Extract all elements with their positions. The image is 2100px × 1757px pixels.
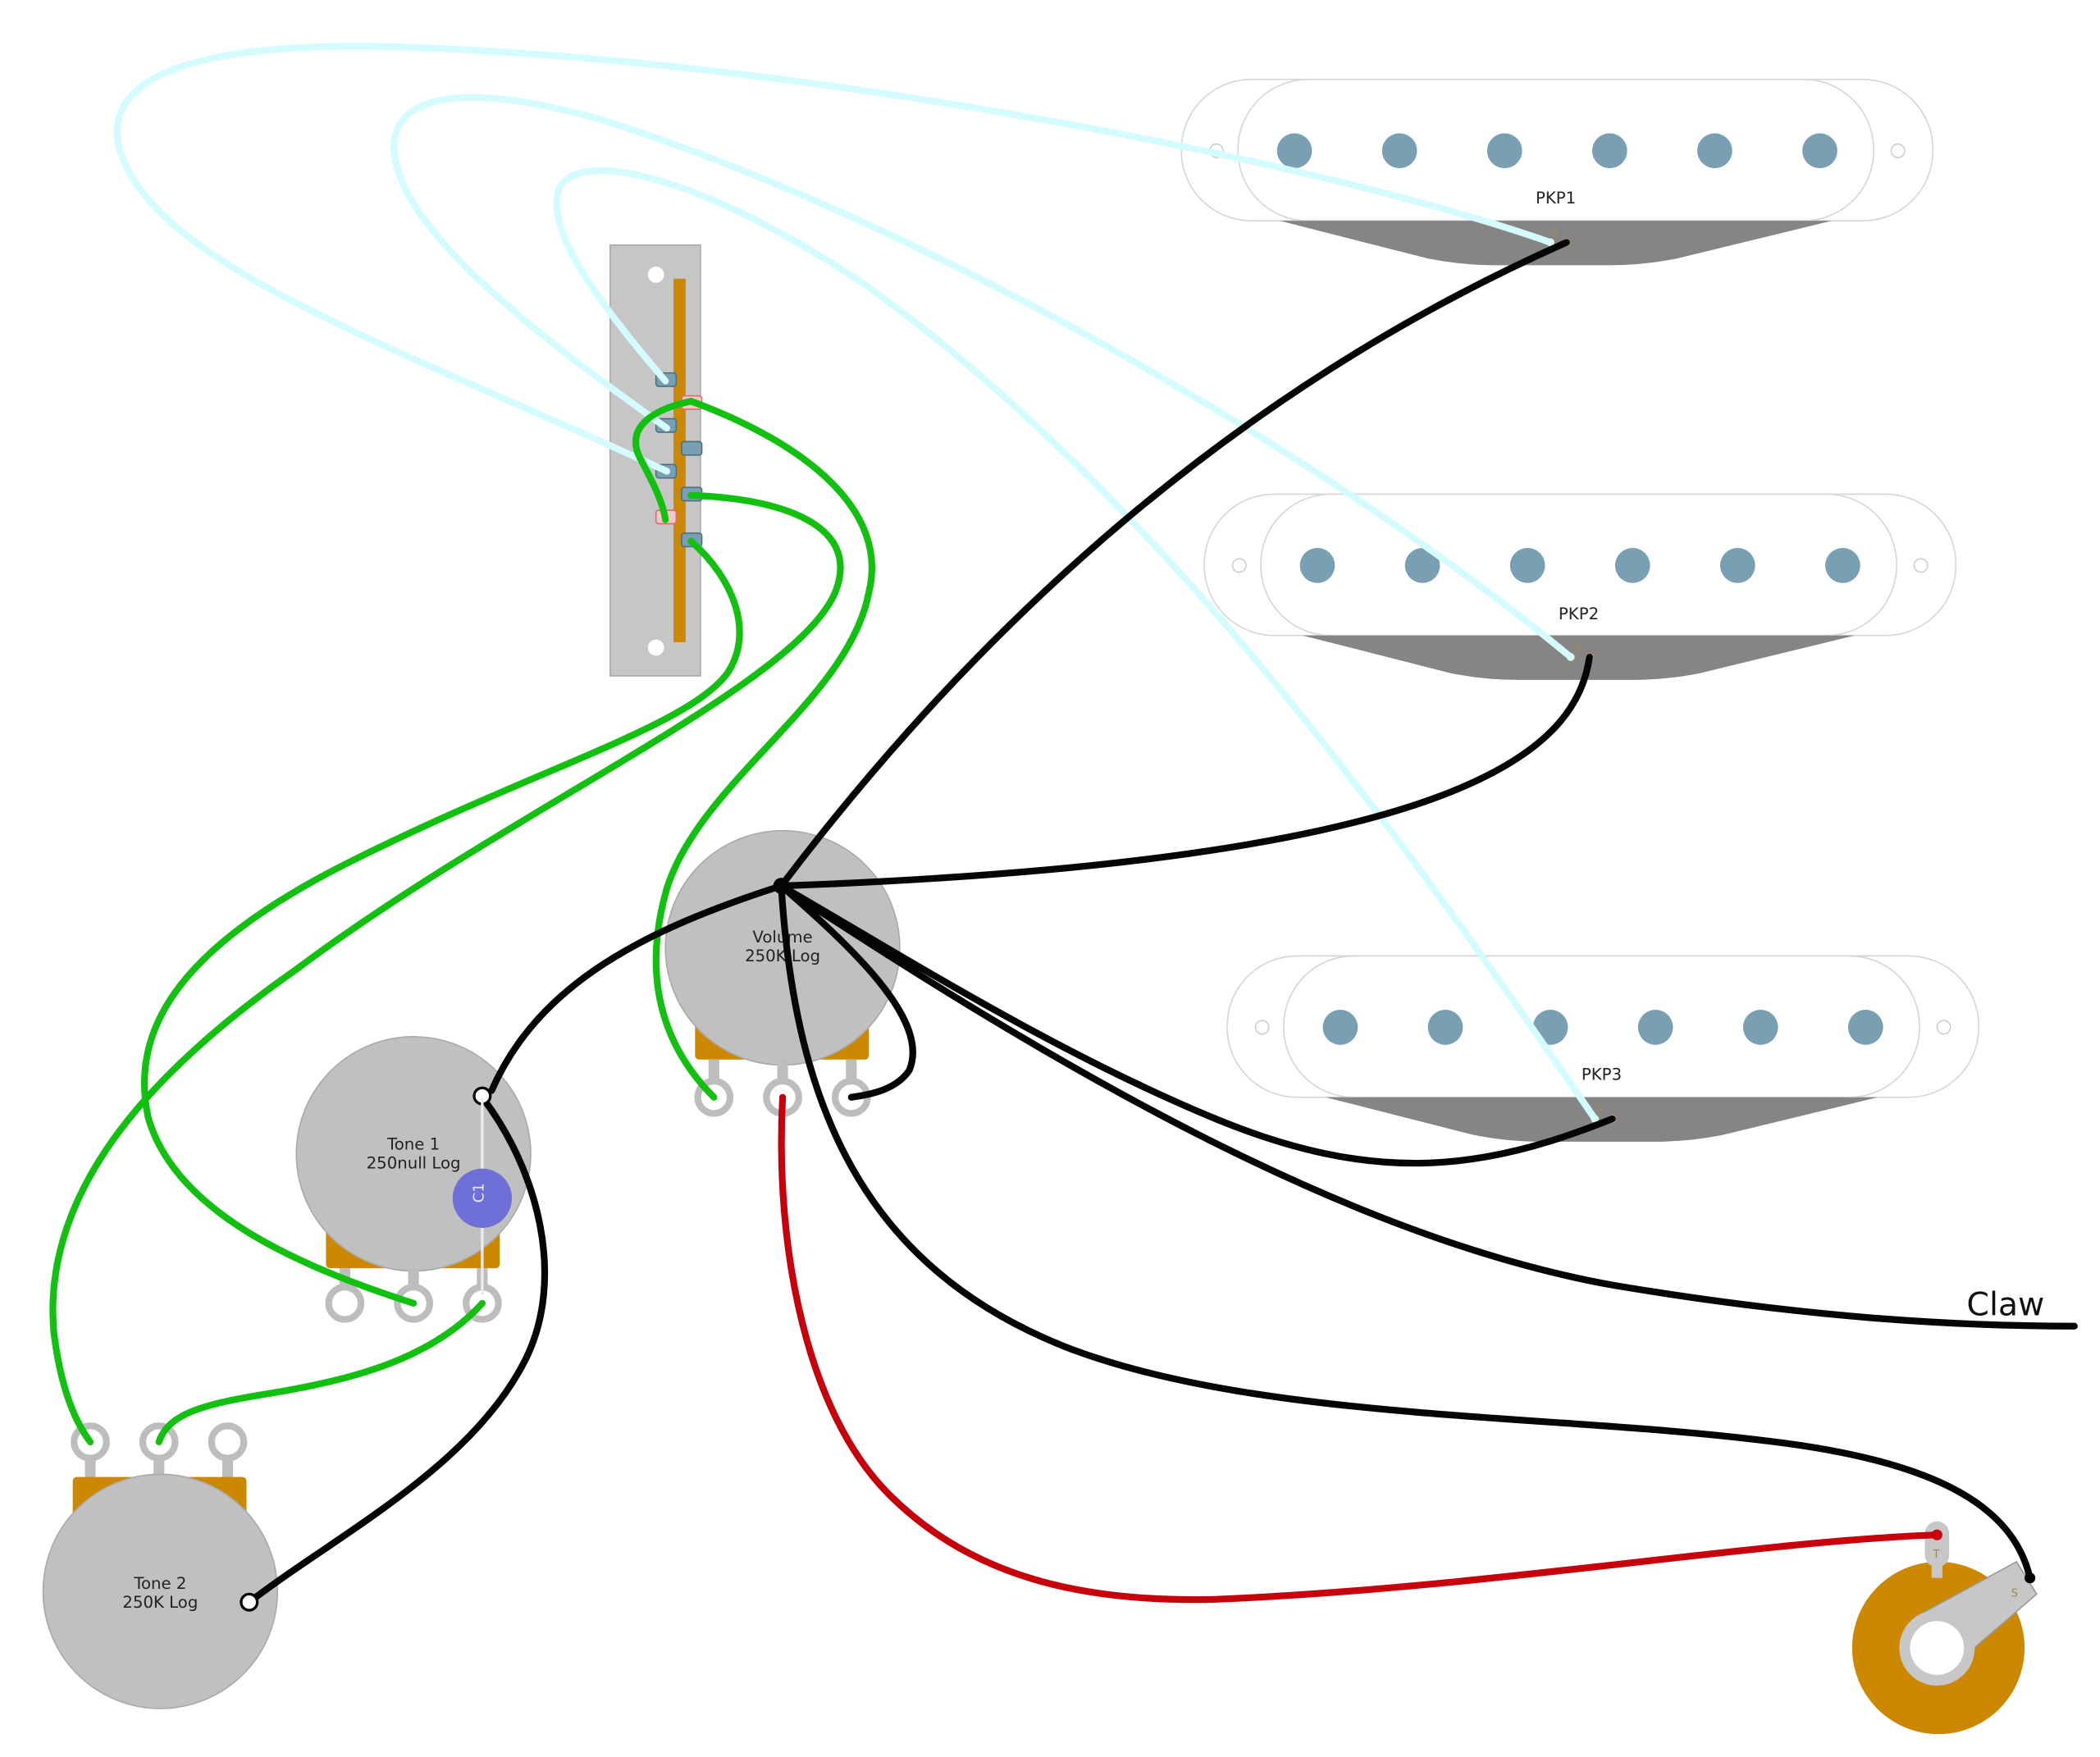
wire-switch-to-tone1 [141,537,743,1307]
pot-name: Tone 2 [133,1574,186,1593]
jack-hole [1910,1621,1965,1675]
pole-piece [1802,133,1838,169]
capacitor-c1: C1 [452,1097,512,1296]
mount-hole [1254,1020,1270,1035]
claw-ground-label: Claw [1966,1286,2044,1324]
pot-value: 250K Log [745,947,820,965]
output-jack: T S [1851,1521,2038,1735]
pot-lug [325,1284,365,1323]
solder-point-jack-sleeve [2025,1572,2036,1584]
jack-tip-stem [1931,1562,1942,1578]
pickup-1: PKP1 N [1180,79,1934,266]
pole-piece [1381,133,1418,169]
wire-volume-to-tone1 [488,882,785,1094]
capacitor-label: C1 [471,1183,488,1203]
pickup-3: PKP3 N [1226,955,1980,1142]
mount-hole [1890,143,1906,158]
pole-piece [1637,1010,1673,1045]
wire-tone1-to-tone2-ground [245,1093,549,1606]
pole-piece [1697,133,1732,169]
wire-pkp3-ground [778,882,1616,1167]
switch-lug [681,440,703,456]
pickup-label: PKP3 [1582,1065,1622,1084]
tone2-pot: Tone 2 250K Log [42,1422,279,1709]
terminal-marker: N [1550,228,1559,240]
pole-piece [1742,1010,1778,1045]
pole-piece [1322,1010,1358,1045]
pickup-label: PKP1 [1536,189,1576,208]
jack-sleeve-marker: S [2011,1588,2018,1600]
jack-tip-marker: T [1932,1549,1940,1561]
wire-jack-sleeve [778,882,2034,1581]
wire-output-hot [778,1093,1941,1604]
pickup-2: PKP2 N [1203,493,1957,680]
pot-value: 250K Log [122,1593,198,1612]
mount-hole [1936,1020,1952,1035]
wire-switch-to-volume [652,398,876,1101]
pole-piece [1847,1010,1883,1045]
pickup-base-plate [1279,221,1833,266]
pole-piece [1719,548,1755,583]
wire-pkp2-hot [390,94,1574,661]
pickup-label: PKP2 [1559,605,1599,623]
volume-pot: Volume 250K Log [664,829,901,1117]
pole-piece [1591,133,1628,169]
solder-point-volume-casing [773,878,790,894]
terminal-marker: N [1596,1104,1605,1116]
pole-piece [1614,548,1650,583]
capacitor-body [452,1168,512,1228]
wire-pkp1-hot [113,43,1554,475]
wire-pkp3-hot [553,167,1599,1123]
pole-piece [1509,548,1545,583]
solder-point-tone2-casing [240,1592,259,1612]
pole-piece [1276,133,1312,169]
switch-mount-hole [647,639,664,656]
switch-plate [609,244,701,677]
pole-piece [1825,548,1860,583]
wire-pkp2-ground [778,653,1593,890]
pot-body [42,1473,279,1709]
solder-point-jack-tip [1931,1529,1942,1540]
wire-claw-ground [778,882,2078,1330]
pole-piece [1299,548,1335,583]
five-way-switch [609,244,703,677]
pickup-base-plate [1302,635,1856,680]
mount-hole [1231,558,1247,573]
pole-piece [1486,133,1522,169]
pot-value: 250null Log [367,1154,461,1173]
switch-rail [673,278,686,642]
wire-volume-lug-ground [778,882,916,1101]
wire-switch-jumper [632,398,695,523]
pot-lug [208,1422,248,1462]
mount-hole [1913,558,1929,573]
wire-tone1-to-tone2 [155,1299,486,1446]
wire-switch-to-tone2 [49,491,844,1446]
pole-piece [1427,1010,1463,1045]
switch-mount-hole [647,266,664,283]
wire-pkp1-ground [778,239,1570,890]
terminal-marker: N [1573,642,1582,655]
pole-piece [1404,548,1440,583]
pot-name: Tone 1 [386,1135,440,1154]
